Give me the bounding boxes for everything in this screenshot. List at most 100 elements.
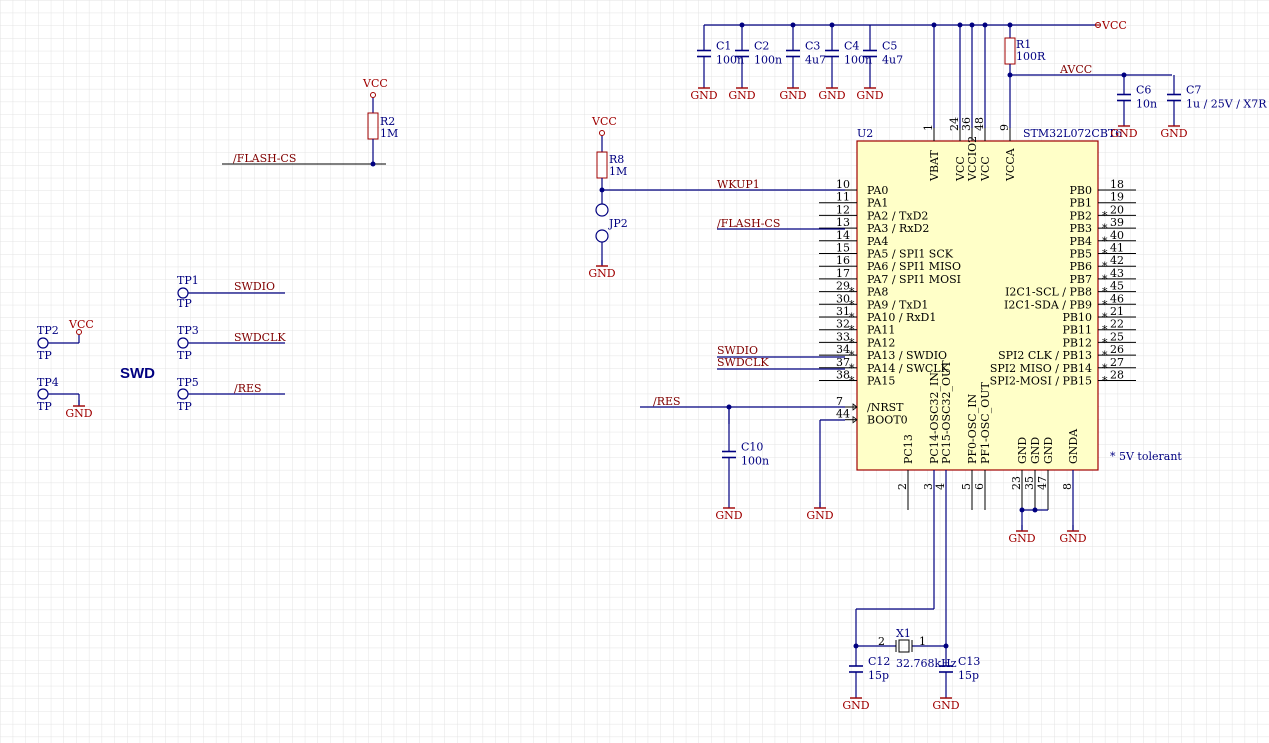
cap-value: 100n [844,54,872,67]
ic-pin-number: 32 [836,318,850,331]
ic-pin-number: 3 [922,483,935,490]
cap-value: 100n [741,455,769,468]
ic-pin-number: 29 [836,280,850,293]
ic-pin-name: SPI2-MOSI / PB15 [990,375,1092,388]
jumper-jp2[interactable]: JP2 [595,203,628,265]
ic-pin-name: PA4 [867,235,888,248]
ic-pin-number: 17 [836,267,850,280]
tp3[interactable]: TP3 TP SWDCLK [177,324,286,362]
ic-pin-5v-marker: * [1102,311,1108,324]
ic-pin-5v-marker: * [1102,273,1108,286]
gnd-label: GND [818,89,845,102]
svg-text:1M: 1M [380,127,398,140]
ic-pin-number: 26 [1110,343,1124,356]
ic-pin-5v-marker: * [849,298,855,311]
ic-pin-number: 42 [1110,254,1124,267]
svg-text:JP2: JP2 [608,217,628,230]
ic-pin-number: 44 [836,408,850,421]
ic-pin-5v-marker: * [849,311,855,324]
cap-value: 4u7 [882,54,903,67]
cap-ref: C12 [868,655,890,668]
ic-pin-number: 18 [1110,178,1124,191]
ic-pin-number: 2 [896,483,909,490]
ic-pin-5v-marker: * [1102,324,1108,337]
tp4[interactable]: TP4 TP [37,376,80,413]
ic-body [856,140,1099,471]
test-points: TP1 TP SWDIO TP3 TP SWDCLK TP5 TP /RES T… [37,274,286,413]
cap-ref: C3 [805,40,820,53]
cap-value: 100n [754,54,782,67]
svg-text:R2: R2 [380,115,395,128]
ic-pin-name: PB11 [1063,324,1092,337]
ic-pin-name: PC15-OSC32_OUT [940,360,953,464]
resistor-r8: VCC R8 1M WKUP1 [591,115,845,204]
ic-pin-5v-marker: * [849,324,855,337]
resistor-r1: R1 100R AVCC [1004,37,1172,128]
tp1[interactable]: TP1 TP SWDIO [177,274,285,310]
ic-pin-name: PF1-OSC_OUT [979,381,992,464]
svg-text:/FLASH-CS: /FLASH-CS [717,217,780,230]
ic-pin-number: 4 [934,483,947,490]
svg-text:TP1: TP1 [177,274,199,287]
ic-pin-name: PC14-OSC32_IN [928,372,941,464]
ic-pin-5v-marker: * [1102,362,1108,375]
svg-text:TP: TP [37,400,52,413]
ic-u2: U2 STM32L072CBT6 * 5V tolerant PA010PA11… [819,117,1182,510]
ic-pin-name: GNDA [1067,428,1080,464]
ic-pin-5v-marker: * [1102,336,1108,349]
ic-pin-name: PA5 / SPI1 SCK [867,248,954,261]
ic-pin-number: 9 [998,124,1011,131]
svg-text:32.768kHz: 32.768kHz [896,657,957,670]
tp2[interactable]: TP2 TP VCC [37,318,94,362]
ic-pin-name: PA12 [867,336,895,349]
ic-pin-5v-marker: * [849,286,855,299]
ic-pin-name: PA14 / SWCLK [867,362,950,375]
vcc-rail: VCC [704,19,1127,128]
gnd-label: GND [842,699,869,712]
ic-pin-name: PA15 [867,375,895,388]
ic-pin-name: PB3 [1070,222,1092,235]
ic-pin-name: PB1 [1070,197,1092,210]
ic-pin-number: 34 [836,343,850,356]
net-flash-cs: /FLASH-CS [717,217,845,230]
ic-pin-number: 46 [1110,292,1124,305]
ic-pin-name: PB4 [1070,235,1092,248]
ic-pin-number: 12 [836,203,850,216]
ic-pin-number: 8 [1061,483,1074,490]
ic-pin-name: PA0 [867,184,888,197]
ic-pin-number: 48 [973,117,986,131]
ic-pin-5v-marker: * [1102,298,1108,311]
ic-pin-number: 37 [836,356,850,369]
ic-pin-name: PA13 / SWDIO [867,349,947,362]
ic-pin-name: PA6 / SPI1 MISO [867,260,961,273]
gnd-label: GND [1059,532,1086,545]
svg-text:WKUP1: WKUP1 [717,178,760,191]
ic-pin-number: 11 [836,191,850,204]
ic-pin-number: 45 [1110,280,1124,293]
ic-pin-name: PA1 [867,197,888,210]
svg-text:TP: TP [177,349,192,362]
svg-text:SWDIO: SWDIO [717,344,758,357]
ic-ref: U2 [857,127,873,140]
ic-part: STM32L072CBT6 [1023,127,1122,140]
svg-text:X1: X1 [896,627,911,640]
ic-pin-5v-marker: * [1102,248,1108,261]
ic-pin-name: PC13 [902,434,915,464]
gnd-label: GND [1160,127,1187,140]
ic-pin-5v-marker: * [1102,260,1108,273]
ic-pin-5v-marker: * [1102,209,1108,222]
ic-pin-number: 1 [922,124,935,131]
tp5[interactable]: TP5 TP /RES [177,376,285,413]
ic-pin-number: 13 [836,216,850,229]
ic-pin-name: PA10 / RxD1 [867,311,936,324]
ic-pin-number: 19 [1110,191,1124,204]
ic-input-arrow [852,415,858,424]
svg-text:TP3: TP3 [177,324,199,337]
cap-value: 15p [868,669,889,682]
cap-ref: C5 [882,40,897,53]
ic-pin-number: 24 [948,117,961,131]
ic-pin-name: GND [1042,437,1055,464]
cap-ref: C13 [958,655,980,668]
svg-text:/RES: /RES [234,382,262,395]
ic-pin-name: VCCIO2 [966,136,979,182]
